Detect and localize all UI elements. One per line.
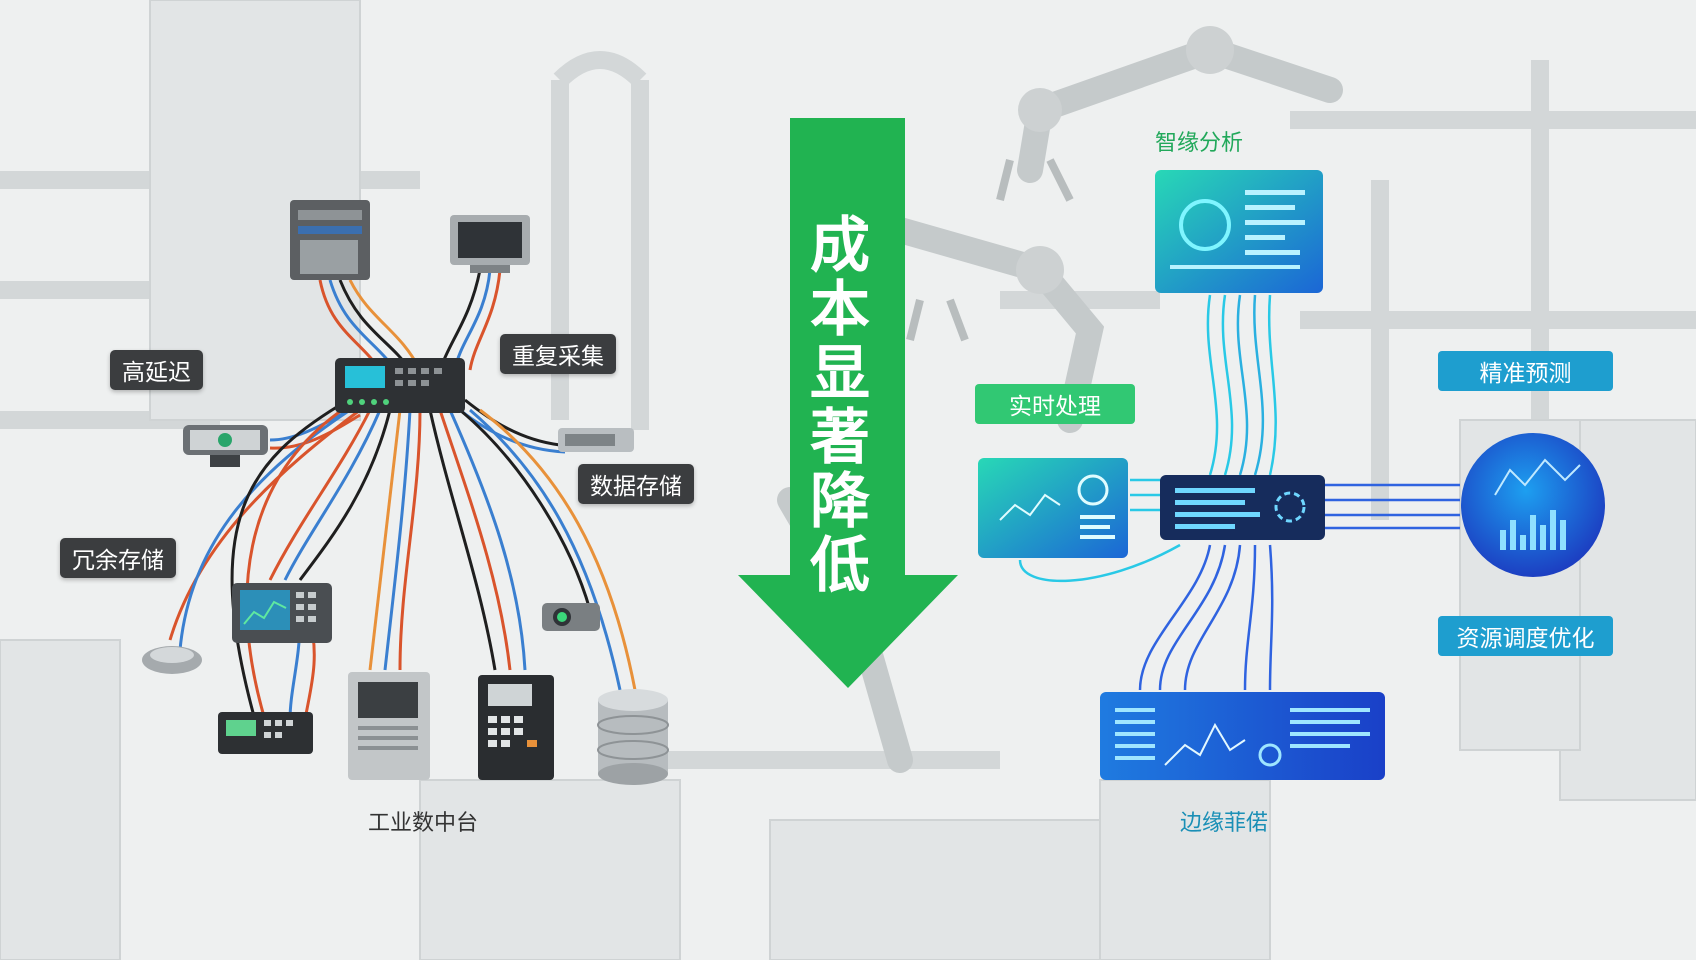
arrow-char: 成 [810, 211, 870, 281]
prediction-globe-icon [1461, 433, 1605, 577]
platform-caption: 工业数中台 [368, 811, 479, 836]
sensor-dish-icon [142, 646, 202, 674]
label-data-storage: 数据存储 [578, 464, 694, 504]
pc-tower-icon [348, 672, 430, 780]
arrow-char: 本 [810, 275, 870, 345]
gateway-device-icon [558, 428, 634, 452]
dashboard-screen-icon [1100, 692, 1385, 780]
arrow-char: 低 [810, 531, 870, 601]
network-switch-icon [335, 358, 465, 413]
edge-caption: 边缘菲偌 [1180, 811, 1269, 836]
hmi-panel-icon [232, 583, 332, 643]
camera-sensor-icon [542, 603, 600, 631]
controller-icon [218, 712, 313, 754]
arrow-text: 成 本 显 著 降 低 [792, 214, 888, 598]
label-redundant-storage: 冗余存储 [60, 538, 176, 578]
arrow-char: 显 [810, 339, 870, 409]
arrow-char: 著 [810, 403, 870, 473]
edge-hub-icon [1160, 475, 1325, 540]
label-duplicate-collection: 重复采集 [500, 334, 616, 374]
label-high-latency: 高延迟 [110, 350, 203, 390]
label-resource-optimization: 资源调度优化 [1438, 616, 1613, 656]
dashboard-screen-icon [978, 458, 1128, 558]
monitor-icon [450, 215, 530, 273]
database-icon [597, 689, 669, 785]
label-precise-prediction: 精准预测 [1438, 351, 1613, 391]
server-rack-icon [290, 200, 370, 280]
dashboard-screen-icon [1155, 170, 1323, 293]
plc-icon [478, 675, 554, 780]
label-realtime-processing: 实时处理 [975, 384, 1135, 424]
camera-sensor-icon [183, 425, 268, 467]
label-smart-analysis: 智缘分析 [1155, 131, 1244, 156]
arrow-char: 降 [810, 467, 870, 537]
